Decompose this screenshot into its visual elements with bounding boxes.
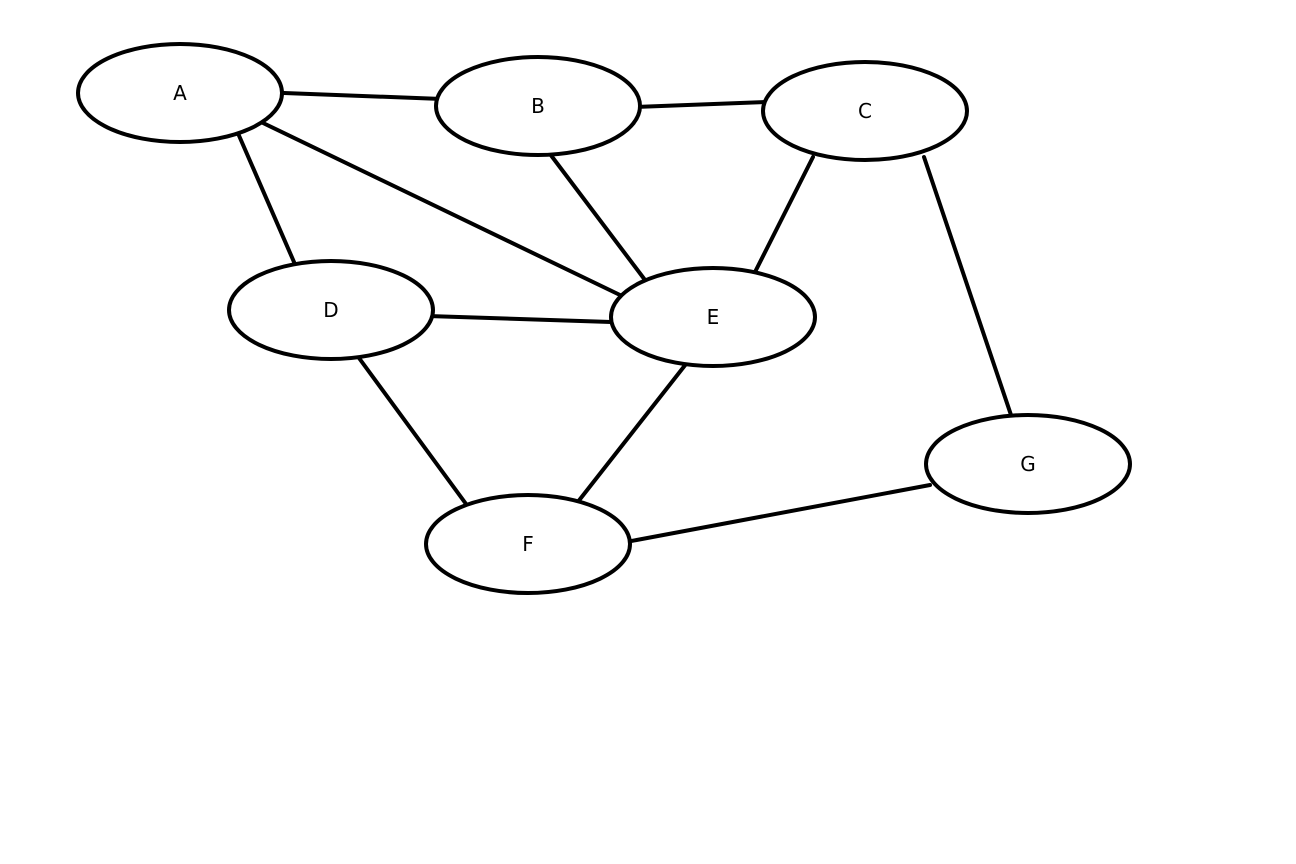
edge-b-e (545, 148, 647, 282)
node-c-ellipse (761, 60, 969, 162)
edge-b-c (632, 100, 769, 109)
edge-d-e (426, 314, 613, 324)
node-a-ellipse (76, 42, 284, 144)
node-f: F (424, 493, 632, 595)
edge-a-e (259, 120, 622, 297)
node-c: C (761, 60, 969, 162)
edge-f-g (624, 483, 932, 544)
edge-a-b (282, 91, 444, 101)
edge-c-g (922, 155, 1013, 417)
node-a: A (76, 42, 284, 144)
node-b-label: B (531, 94, 545, 118)
node-b-ellipse (434, 55, 642, 157)
edge-d-f (357, 356, 471, 510)
node-d-ellipse (227, 259, 435, 361)
node-d: D (227, 259, 435, 361)
node-b: B (434, 55, 642, 157)
node-d-label: D (323, 298, 338, 322)
node-g-ellipse (924, 413, 1132, 515)
node-a-label: A (173, 81, 187, 105)
node-e-ellipse (609, 266, 817, 368)
node-g: G (924, 413, 1132, 515)
node-e-label: E (707, 305, 720, 329)
edge-c-e (750, 155, 815, 280)
node-f-ellipse (424, 493, 632, 595)
node-e: E (609, 266, 817, 368)
edge-e-f (575, 362, 688, 505)
edges-layer (235, 91, 1013, 544)
node-f-label: F (522, 532, 534, 556)
edge-a-d (235, 129, 296, 264)
nodes-layer: A B C D E F G (76, 42, 1132, 595)
node-c-label: C (858, 99, 872, 123)
node-g-label: G (1020, 452, 1036, 476)
